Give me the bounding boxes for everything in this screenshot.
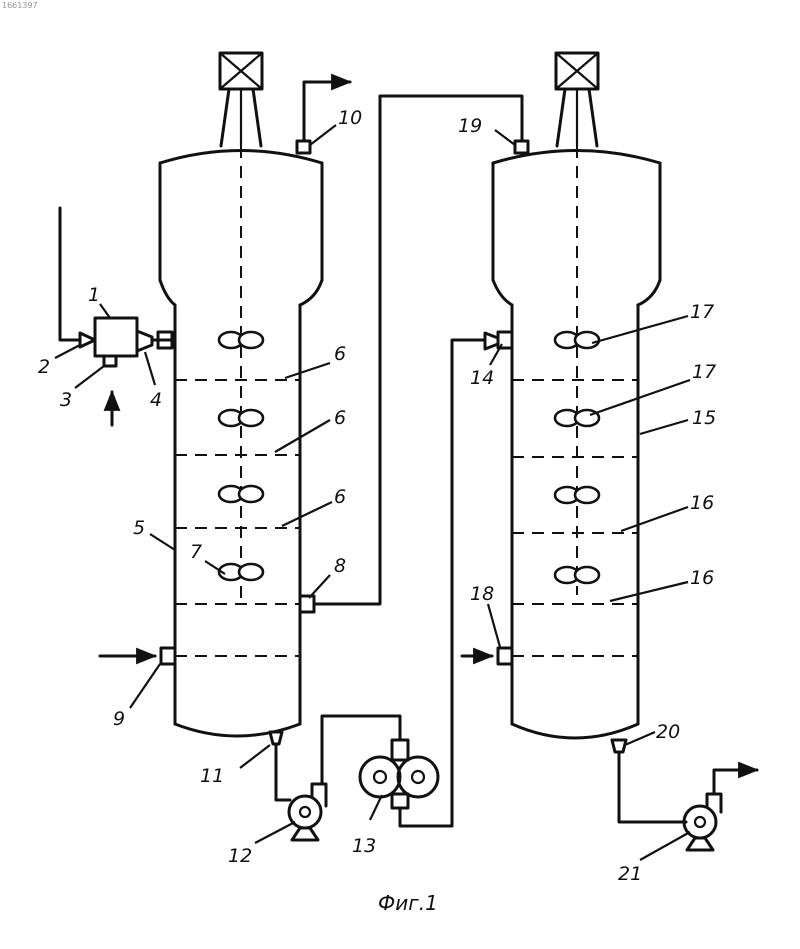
label-17-lower: 17 <box>692 361 716 383</box>
label-16-upper: 16 <box>690 492 714 514</box>
label-16-lower: 16 <box>690 567 714 589</box>
label-8: 8 <box>334 555 346 577</box>
right-drive-motor <box>556 53 598 146</box>
label-6-lower: 6 <box>334 486 346 508</box>
pump-21 <box>619 752 757 850</box>
label-17-upper: 17 <box>690 301 714 323</box>
label-18: 18 <box>470 583 494 605</box>
label-7: 7 <box>190 541 202 563</box>
label-14: 14 <box>470 367 494 389</box>
right-column-body <box>512 305 638 738</box>
label-1: 1 <box>88 284 100 306</box>
left-bottom-inlet-nozzle <box>100 648 175 664</box>
label-6-upper: 6 <box>334 343 346 365</box>
left-column <box>60 53 350 744</box>
label-2: 2 <box>38 356 50 378</box>
figure-caption: Фиг.1 <box>378 891 438 915</box>
label-10: 10 <box>338 107 362 129</box>
left-bottom-drain-nozzle <box>270 732 282 744</box>
label-20: 20 <box>656 721 680 743</box>
label-6-middle: 6 <box>334 407 346 429</box>
left-drive-motor <box>220 53 262 146</box>
label-19: 19 <box>458 115 482 137</box>
label-9: 9 <box>113 708 125 730</box>
right-column <box>462 53 660 752</box>
left-column-body <box>175 305 300 736</box>
label-5: 5 <box>133 517 145 539</box>
label-12: 12 <box>228 845 252 867</box>
right-bottom-inlet-nozzle <box>462 648 512 664</box>
right-top-inlet-nozzle <box>515 141 528 153</box>
right-bottom-drain-nozzle <box>612 740 626 752</box>
label-4: 4 <box>150 389 162 411</box>
document-id: 1661397 <box>2 1 38 10</box>
label-15: 15 <box>692 407 716 429</box>
label-21: 21 <box>618 863 642 885</box>
left-side-outlet-nozzle <box>300 596 314 612</box>
label-11: 11 <box>200 765 224 787</box>
label-13: 13 <box>352 835 376 857</box>
right-side-inlet-nozzle <box>485 332 512 349</box>
label-3: 3 <box>60 389 72 411</box>
